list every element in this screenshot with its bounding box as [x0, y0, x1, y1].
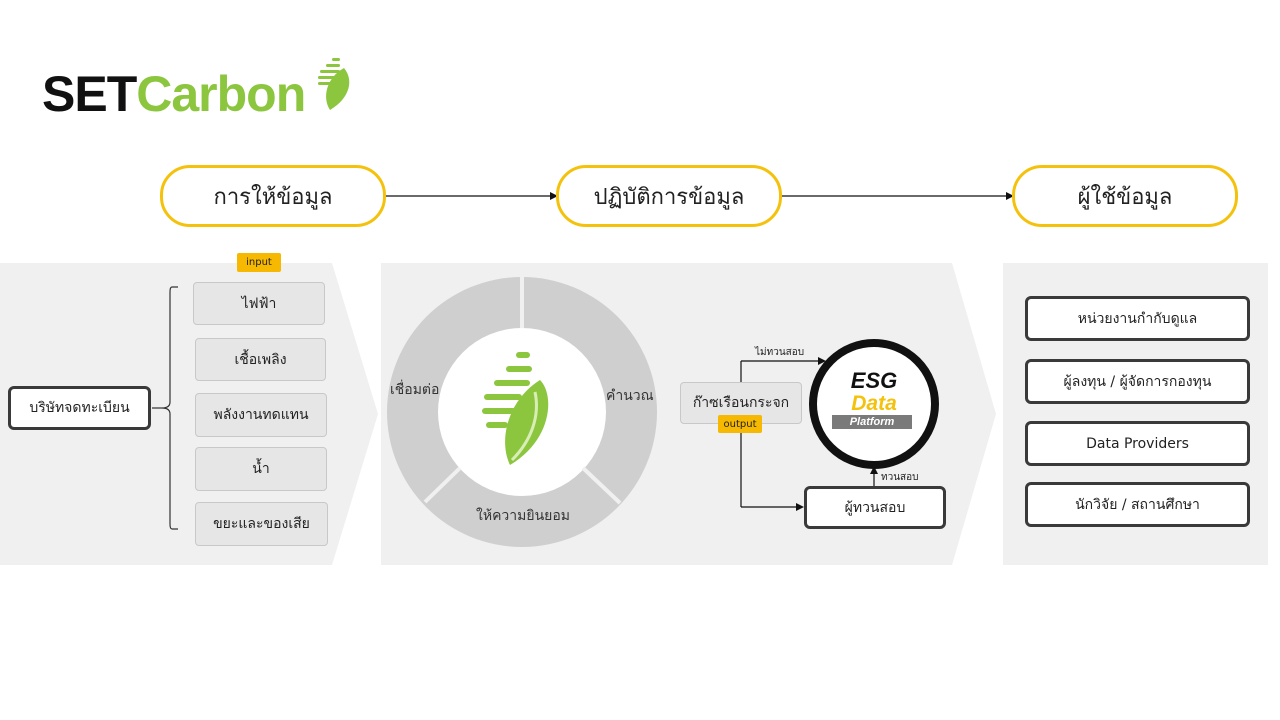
user-investor: ผู้ลงทุน / ผู้จัดการกองทุน	[1025, 359, 1250, 404]
user-researcher: นักวิจัย / สถานศึกษา	[1025, 482, 1250, 527]
ring-label-consent: ให้ความยินยอม	[476, 508, 570, 524]
logo-carbon-text: Carbon	[136, 66, 306, 122]
input-item-electricity: ไฟฟ้า	[193, 282, 325, 325]
input-item-renewable: พลังงานทดแทน	[195, 393, 327, 437]
logo-set-text: SET	[42, 66, 137, 122]
verify-label: ทวนสอบ	[881, 472, 919, 483]
stage-process-data: ปฏิบัติการข้อมูล	[556, 165, 782, 227]
esg-text: ESG	[850, 368, 898, 393]
verifier-box: ผู้ทวนสอบ	[804, 486, 946, 529]
input-item-waste: ขยะและของเสีย	[195, 502, 328, 546]
esg-platform-circle	[809, 339, 939, 469]
logo-leaf-icon	[318, 58, 350, 110]
input-item-fuel: เชื้อเพลิง	[195, 338, 326, 381]
user-data-providers: Data Providers	[1025, 421, 1250, 466]
ring-label-calculate: คำนวณ	[606, 388, 654, 404]
stage-provide-data: การให้ข้อมูล	[160, 165, 386, 227]
esg-data-text: Data	[851, 392, 897, 415]
input-tag: input	[237, 253, 281, 272]
stage-data-users: ผู้ใช้ข้อมูล	[1012, 165, 1238, 227]
output-tag: output	[718, 415, 762, 433]
ring-label-connect: เชื่อมต่อ	[390, 382, 440, 398]
listed-company-box: บริษัทจดทะเบียน	[8, 386, 151, 430]
esg-platform-text: Platform	[849, 416, 895, 428]
user-regulator: หน่วยงานกำกับดูแล	[1025, 296, 1250, 341]
input-item-water: น้ำ	[195, 447, 327, 491]
leaf-icon	[482, 352, 549, 465]
setcarbon-logo: SET Carbon	[42, 60, 306, 122]
not-verified-label: ไม่ทวนสอบ	[755, 347, 805, 358]
